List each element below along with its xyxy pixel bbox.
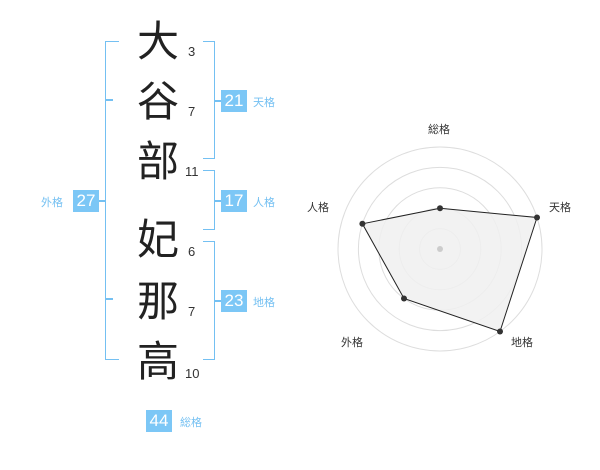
- radar-point-1: [437, 205, 443, 212]
- stroke-count-3: 11: [185, 164, 199, 179]
- chikaku-label: 地格: [253, 296, 275, 309]
- radar-label-soukaku: 総格: [428, 123, 450, 136]
- tenkaku-connector: [215, 100, 221, 102]
- gaikaku-bracket-tick-1: [105, 99, 113, 101]
- stroke-count-2: 7: [188, 104, 196, 119]
- name-char-6: 高: [136, 337, 179, 386]
- radar-label-gaikaku: 外格: [341, 336, 363, 349]
- stroke-count-4: 6: [188, 244, 196, 259]
- radar-label-tenkaku: 天格: [549, 201, 571, 214]
- jinkaku-label: 人格: [253, 196, 275, 209]
- gaikaku-value: 27: [73, 190, 99, 212]
- radar-point-5: [359, 220, 366, 227]
- radar-score-polygon: [361, 207, 538, 333]
- stroke-count-5: 7: [188, 304, 196, 319]
- chikaku-connector: [215, 300, 221, 302]
- gaikaku-bracket-tick-2: [105, 298, 113, 300]
- radar-center-dot: [437, 246, 443, 252]
- radar-grid-ring: [337, 146, 543, 352]
- name-char-2: 谷: [136, 77, 179, 126]
- jinkaku-bracket: [203, 170, 215, 230]
- name-char-4: 妃: [136, 215, 179, 264]
- radar-point-4: [401, 295, 407, 302]
- stroke-count-6: 10: [185, 366, 200, 381]
- tenkaku-label: 天格: [253, 96, 275, 109]
- radar-label-chikaku: 地格: [511, 336, 533, 349]
- name-char-1: 大: [136, 17, 179, 66]
- tenkaku-bracket: [203, 41, 215, 159]
- radar-point-3: [497, 328, 503, 335]
- soukaku-label: 総格: [180, 416, 202, 429]
- chikaku-value: 23: [221, 290, 247, 312]
- radar-point-2: [534, 214, 540, 221]
- radar-label-jinkaku: 人格: [307, 201, 329, 214]
- stroke-count-1: 3: [188, 44, 196, 59]
- gaikaku-connector: [99, 200, 106, 202]
- name-char-5: 那: [136, 277, 179, 326]
- jinkaku-connector: [215, 200, 221, 202]
- chikaku-bracket: [203, 241, 215, 360]
- gaikaku-label: 外格: [41, 196, 63, 209]
- jinkaku-value: 17: [221, 190, 247, 212]
- soukaku-value: 44: [146, 410, 172, 432]
- name-char-3: 部: [136, 137, 179, 186]
- tenkaku-value: 21: [221, 90, 247, 112]
